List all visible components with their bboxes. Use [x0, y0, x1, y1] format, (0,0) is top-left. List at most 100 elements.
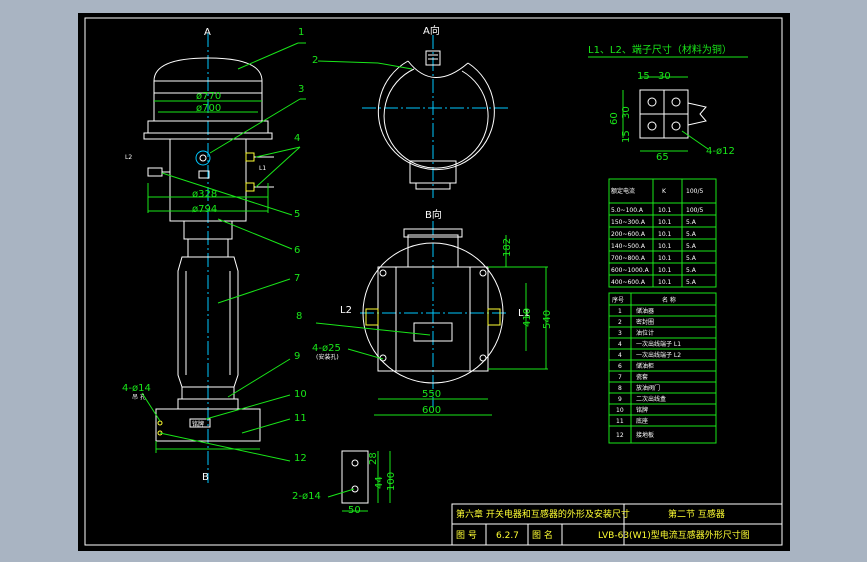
callout-5: 5	[294, 209, 300, 220]
dim-t30b: 30	[621, 106, 632, 119]
callout-8: 8	[296, 311, 302, 322]
parts-header-1: 名 称	[662, 296, 676, 304]
dim-410: 410	[522, 308, 533, 327]
dim-4-d25: 4-ø25	[312, 343, 341, 354]
callout-10: 10	[294, 389, 307, 400]
parts-cell: 瓷套	[636, 373, 648, 381]
dim-t60: 60	[609, 112, 620, 125]
dim-t15b: 15	[621, 130, 632, 143]
ratio-cell: 5.A	[686, 243, 697, 250]
ratio-cell: 10.1	[658, 279, 672, 286]
dim-4-d14-lift: 4-ø14	[122, 383, 151, 394]
parts-cell: 储油器	[636, 307, 654, 315]
dim-550: 550	[422, 389, 441, 400]
parts-cell: 铭牌	[636, 406, 648, 414]
dim-182: 182	[502, 238, 513, 257]
dim-50: 50	[348, 505, 361, 516]
section-label-a: A	[204, 27, 211, 38]
dim-t30a: 30	[658, 71, 671, 82]
parts-cell: 8	[618, 385, 622, 392]
callout-7: 7	[294, 273, 300, 284]
ratio-cell: 10.1	[658, 231, 672, 238]
parts-cell: 密封圈	[636, 318, 654, 326]
ratio-cell: 10.1	[658, 255, 672, 262]
dim-4-d12: 4-ø12	[706, 146, 735, 157]
nameplate-label: 铭牌	[192, 420, 204, 428]
drawing-sheet: A B ø770 ø700 L1 L2 ø328 ø794	[78, 13, 790, 551]
label-l1: L1	[518, 308, 530, 319]
callout-2: 2	[312, 55, 318, 66]
ratio-table: 额定电流 K 100/5 5.0~100.A 10.1 100/5 150~30…	[608, 178, 717, 288]
label-l2: L2	[340, 305, 352, 316]
ratio-cell: 600~1000.A	[611, 267, 650, 274]
callout-3: 3	[298, 84, 304, 95]
title-fig-no: 6.2.7	[496, 531, 519, 541]
callouts-front: 1 3 4 5 6 7 9 10 11 12	[159, 27, 307, 464]
parts-cell: 底座	[636, 417, 648, 425]
ratio-header-2: 100/5	[686, 188, 703, 195]
ratio-cell: 200~600.A	[611, 231, 646, 238]
title-block: 第六章 开关电器和互感器的外形及安装尺寸 第二节 互感器 图 号 6.2.7 图…	[451, 503, 783, 546]
terminal-title: L1、L2、端子尺寸（材料为铜）	[588, 43, 732, 56]
parts-cell: 油位计	[636, 329, 654, 337]
ratio-cell: 5.0~100.A	[611, 207, 644, 214]
view-b-bottom: B向 L2 L1 550 600 182 410 540 4-ø25 (安装孔)…	[296, 208, 553, 416]
dim-100: 100	[386, 472, 397, 491]
dim-t65: 65	[656, 152, 669, 163]
ratio-cell: 5.A	[686, 279, 697, 286]
parts-cell: 一次出线端子 L1	[636, 340, 681, 348]
parts-cell: 6	[618, 363, 622, 370]
dim-4-d25-sub: (安装孔)	[316, 353, 339, 361]
parts-cell: 一次出线端子 L2	[636, 351, 681, 359]
ratio-cell: 5.A	[686, 255, 697, 262]
ratio-cell: 700~800.A	[611, 255, 646, 262]
callout-9: 9	[294, 351, 300, 362]
ratio-cell: 150~300.A	[611, 219, 646, 226]
front-elevation: A B ø770 ø700 L1 L2 ø328 ø794	[122, 27, 274, 483]
ratio-cell: 5.A	[686, 219, 697, 226]
parts-table: 序号 名 称 1 储油器 2 密封圈 3 油位计 4 一次出线端子 L1 4 一…	[608, 292, 717, 444]
parts-cell: 1	[618, 308, 622, 315]
dim-44: 44	[374, 476, 385, 489]
ratio-cell: 10.1	[658, 267, 672, 274]
ratio-header-1: K	[662, 188, 667, 195]
parts-cell: 10	[616, 407, 624, 414]
parts-cell: 4	[618, 341, 622, 348]
dim-600: 600	[422, 405, 441, 416]
ratio-cell: 400~600.A	[611, 279, 646, 286]
title-name-label: 图 名	[532, 529, 553, 541]
ratio-cell: 100/5	[686, 207, 703, 214]
callout-12: 12	[294, 453, 307, 464]
ratio-cell: 10.1	[658, 219, 672, 226]
title-section: 第二节 互感器	[668, 508, 725, 520]
dim-540: 540	[542, 310, 553, 329]
parts-cell: 储油柜	[636, 362, 654, 370]
terminal-detail: L1、L2、端子尺寸（材料为铜） 15 30 60 30 15 65 4-ø12	[588, 43, 748, 163]
parts-cell: 11	[616, 418, 624, 425]
drawing-border	[84, 17, 783, 546]
callout-1: 1	[298, 27, 304, 38]
ground-plate-detail: 50 28 44 100 2-ø14	[292, 450, 397, 516]
view-label-a: A向	[423, 24, 440, 37]
ratio-cell: 10.1	[658, 243, 672, 250]
callout-6: 6	[294, 245, 300, 256]
dim-2-d14: 2-ø14	[292, 491, 321, 502]
title-fig-name: LVB-63(W1)型电流互感器外形尺寸图	[598, 529, 750, 541]
view-a-top: A向 2	[312, 24, 508, 198]
view-label-b: B向	[425, 208, 442, 221]
dim-d700: ø700	[196, 103, 221, 114]
parts-cell: 二次出线盒	[636, 395, 666, 403]
dim-28: 28	[368, 452, 379, 465]
parts-cell: 9	[618, 396, 622, 403]
label-l2-side: L2	[125, 154, 132, 161]
dim-d770: ø770	[196, 91, 221, 102]
section-label-b: B	[202, 472, 209, 483]
ratio-cell: 140~500.A	[611, 243, 646, 250]
dim-d794: ø794	[192, 204, 217, 215]
title-chapter: 第六章 开关电器和互感器的外形及安装尺寸	[456, 508, 630, 520]
callout-11: 11	[294, 413, 307, 424]
ratio-cell: 5.A	[686, 267, 697, 274]
parts-cell: 接地板	[636, 431, 654, 439]
parts-header-0: 序号	[612, 296, 624, 304]
callout-4: 4	[294, 133, 300, 144]
